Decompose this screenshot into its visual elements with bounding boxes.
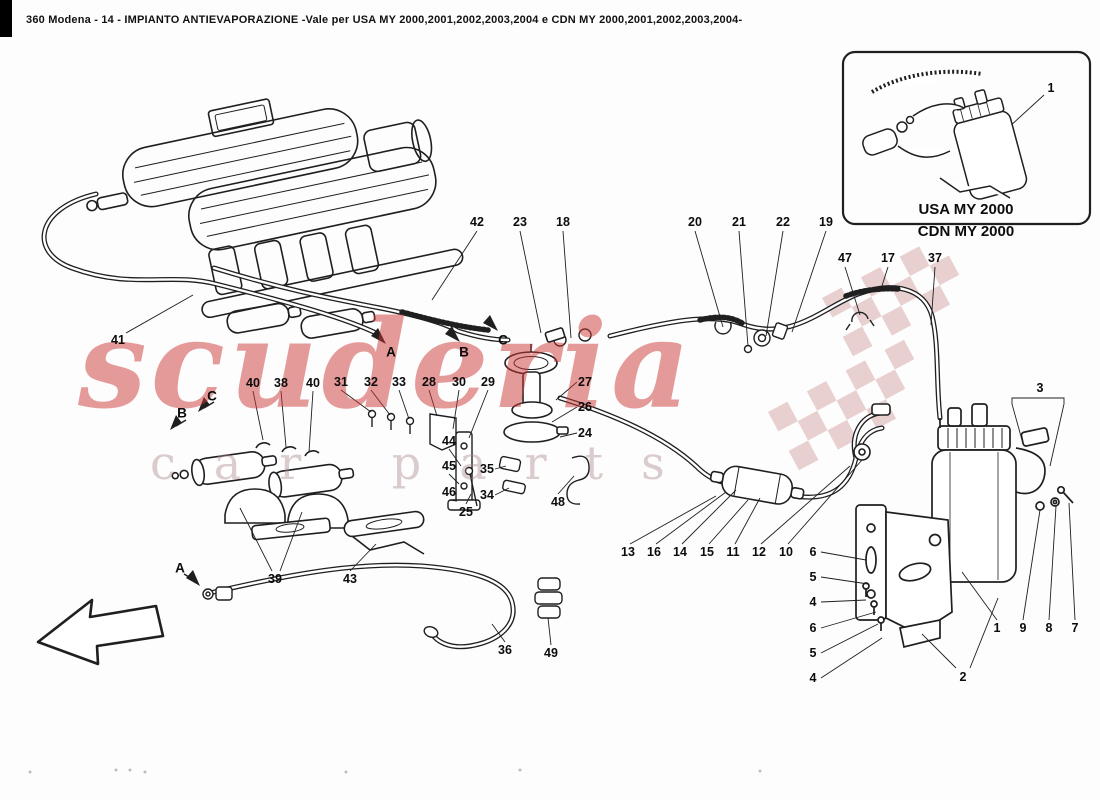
section-arrows (170, 315, 498, 586)
inset-caption-line2: CDN MY 2000 (917, 223, 1015, 240)
shutoff-valve-assembly (503, 327, 569, 443)
scan-marks (28, 768, 762, 774)
inset-box (841, 50, 1092, 226)
leader-lines (125, 94, 1076, 679)
inline-filter (709, 403, 891, 505)
intake-manifold-drawing (86, 98, 464, 339)
left-pump-cluster (171, 442, 425, 555)
canister-assembly (855, 403, 1074, 649)
inset-caption: USA MY 2000 CDN MY 2000 (858, 199, 1074, 243)
small-hardware (202, 409, 590, 638)
diagram-title: 360 Modena - 14 - IMPIANTO ANTIEVAPORAZI… (26, 14, 743, 26)
checkered-flag-watermark (768, 246, 960, 471)
solenoid-valves (226, 302, 376, 339)
hose-runs (41, 191, 943, 650)
page-corner-mark (0, 0, 12, 37)
inset-caption-line1: USA MY 2000 (918, 201, 1014, 218)
direction-arrow-icon (36, 598, 165, 666)
